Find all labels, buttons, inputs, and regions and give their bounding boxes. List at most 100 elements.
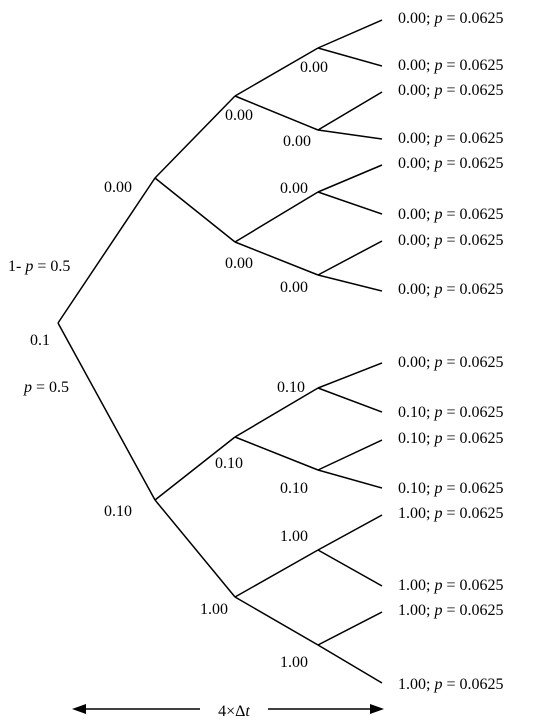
tree-edges: [57, 19, 383, 684]
leaf-prob-value: = 0.0625: [442, 430, 503, 447]
leaf-label-4: 0.00; p = 0.0625: [398, 130, 503, 147]
edge-l3-3-down: [317, 274, 383, 292]
leaf-prob-symbol: p: [433, 404, 442, 421]
leaf-value: 0.10;: [398, 480, 434, 497]
leaf-prob-value: = 0.0625: [442, 57, 503, 74]
edge-root-up: [57, 177, 156, 324]
leaf-value: 0.00;: [398, 232, 434, 249]
leaf-value: 0.00;: [398, 206, 434, 223]
leaf-prob-value: = 0.0625: [442, 82, 503, 99]
edge-l1-0-up: [154, 95, 236, 179]
level2-node-value-2: 0.00: [225, 255, 253, 272]
edge-l3-0-down: [317, 47, 383, 67]
leaf-label-7: 0.00; p = 0.0625: [398, 232, 503, 249]
edge-l3-7-up: [317, 611, 383, 646]
level3-node-value-2: 0.00: [283, 133, 311, 150]
leaf-value: 1.00;: [398, 577, 434, 594]
leaf-label-15: 1.00; p = 0.0625: [398, 602, 503, 619]
leaf-prob-symbol: p: [433, 430, 442, 447]
leaf-prob-value: = 0.0625: [442, 354, 503, 371]
edge-root-down: [57, 322, 156, 501]
leaf-value: 0.00;: [398, 82, 434, 99]
leaf-prob-value: = 0.0625: [442, 10, 503, 27]
leaf-label-9: 0.00; p = 0.0625: [398, 354, 503, 371]
leaf-label-1: 0.00; p = 0.0625: [398, 10, 503, 27]
edge-l3-2-up: [317, 164, 383, 193]
leaf-prob-symbol: p: [433, 480, 442, 497]
leaf-label-11: 0.10; p = 0.0625: [398, 430, 503, 447]
edge-l1-1-up: [154, 436, 236, 501]
edge-l1-1-down: [154, 499, 236, 598]
leaf-prob-symbol: p: [433, 602, 442, 619]
leaf-label-2: 0.00; p = 0.0625: [398, 57, 503, 74]
leaf-value: 0.00;: [398, 155, 434, 172]
edge-l2-1-down: [234, 241, 319, 276]
edge-l3-1-up: [317, 91, 383, 131]
leaf-prob-symbol: p: [433, 57, 442, 74]
leaf-value: 0.00;: [398, 354, 434, 371]
root-up-branch-label: 1- p = 0.5: [8, 258, 70, 275]
leaf-prob-value: = 0.0625: [442, 480, 503, 497]
leaf-prob-value: = 0.0625: [442, 206, 503, 223]
edge-l3-5-down: [317, 469, 383, 489]
leaf-prob-symbol: p: [433, 676, 442, 693]
leaf-value: 0.00;: [398, 10, 434, 27]
level3-node-value-7: 1.00: [280, 528, 308, 545]
level2-node-value-1: 0.00: [225, 107, 253, 124]
leaf-value: 0.00;: [398, 57, 434, 74]
leaf-prob-value: = 0.0625: [442, 281, 503, 298]
leaf-prob-symbol: p: [433, 155, 442, 172]
leaf-label-3: 0.00; p = 0.0625: [398, 82, 503, 99]
level3-node-value-5: 0.10: [277, 379, 305, 396]
leaf-prob-symbol: p: [433, 206, 442, 223]
leaf-label-13: 1.00; p = 0.0625: [398, 505, 503, 522]
leaf-prob-symbol: p: [433, 10, 442, 27]
leaf-label-12: 0.10; p = 0.0625: [398, 480, 503, 497]
level3-node-value-8: 1.00: [280, 654, 308, 671]
time-span-label: 4×Δt: [218, 703, 250, 720]
leaf-value: 1.00;: [398, 602, 434, 619]
leaf-prob-value: = 0.0625: [442, 130, 503, 147]
leaf-prob-value: = 0.0625: [442, 404, 503, 421]
time-span-arrow: 4×Δt: [72, 703, 384, 720]
level1-down-node-value: 0.10: [104, 503, 132, 520]
leaf-value: 1.00;: [398, 676, 434, 693]
leaf-label-10: 0.10; p = 0.0625: [398, 404, 503, 421]
edge-l3-4-up: [317, 362, 383, 389]
tree-labels: 0.11- p = 0.5p = 0.50.000.100.000.000.10…: [8, 59, 328, 671]
leaf-value: 0.10;: [398, 404, 434, 421]
leaf-prob-symbol: p: [433, 505, 442, 522]
leaf-prob-value: = 0.0625: [442, 155, 503, 172]
leaf-label-14: 1.00; p = 0.0625: [398, 577, 503, 594]
leaf-prob-symbol: p: [433, 281, 442, 298]
edge-l2-1-up: [234, 191, 319, 243]
edge-l3-3-up: [317, 240, 383, 276]
leaf-prob-value: = 0.0625: [442, 602, 503, 619]
time-span-arrowhead-right: [370, 704, 384, 714]
leaf-value: 0.00;: [398, 281, 434, 298]
edge-l3-2-down: [317, 191, 383, 215]
leaf-value: 0.10;: [398, 430, 434, 447]
edge-l3-7-down: [317, 644, 383, 684]
leaf-prob-symbol: p: [433, 577, 442, 594]
leaf-label-5: 0.00; p = 0.0625: [398, 155, 503, 172]
leaf-prob-symbol: p: [433, 130, 442, 147]
leaf-prob-value: = 0.0625: [442, 232, 503, 249]
leaf-prob-value: = 0.0625: [442, 505, 503, 522]
leaf-label-16: 1.00; p = 0.0625: [398, 676, 503, 693]
leaf-label-6: 0.00; p = 0.0625: [398, 206, 503, 223]
edge-l2-0-down: [234, 95, 319, 131]
edge-l3-0-up: [317, 19, 383, 49]
level3-node-value-1: 0.00: [300, 59, 328, 76]
level2-node-value-3: 0.10: [215, 455, 243, 472]
leaf-prob-symbol: p: [433, 354, 442, 371]
leaf-prob-symbol: p: [433, 82, 442, 99]
root-down-branch-label: p = 0.5: [23, 379, 69, 396]
edge-l2-2-down: [234, 436, 319, 471]
edge-l2-0-up: [234, 47, 319, 97]
level1-up-node-value: 0.00: [104, 179, 132, 196]
edge-l3-4-down: [317, 387, 383, 413]
leaf-prob-value: = 0.0625: [442, 676, 503, 693]
time-span-arrowhead-left: [72, 704, 86, 714]
